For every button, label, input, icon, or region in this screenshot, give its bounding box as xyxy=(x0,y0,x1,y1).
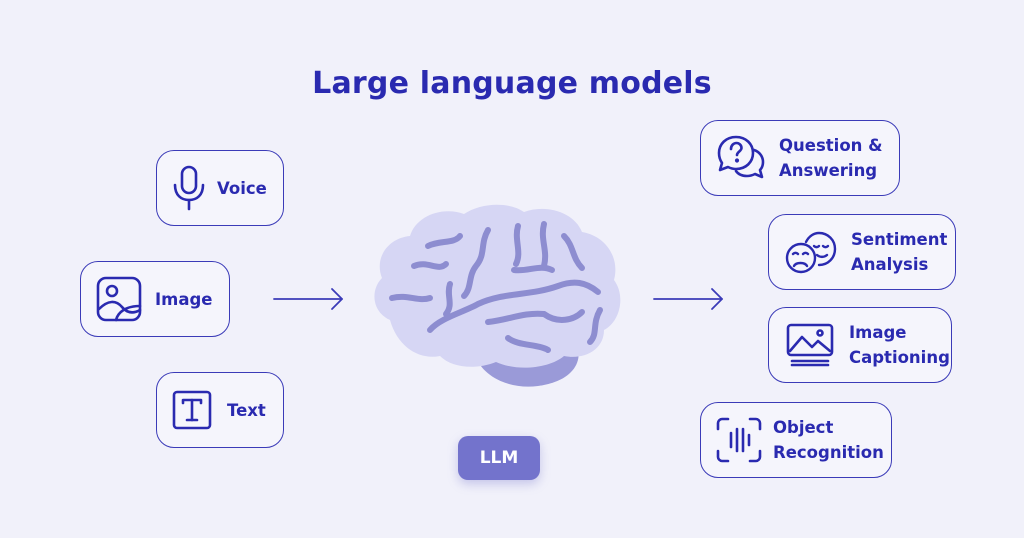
input-text-label: Text xyxy=(227,400,266,420)
input-voice-label: Voice xyxy=(217,178,267,198)
input-text-card[interactable]: Text xyxy=(156,372,284,448)
text-icon xyxy=(171,390,213,430)
output-qa-card[interactable]: Question & Answering xyxy=(700,120,900,196)
image-caption-icon xyxy=(785,323,835,367)
question-chat-icon xyxy=(715,134,767,182)
page-title: Large language models xyxy=(312,66,712,101)
output-captioning-label: Image Captioning xyxy=(849,323,950,367)
output-captioning-card[interactable]: Image Captioning xyxy=(768,307,952,383)
image-icon xyxy=(95,276,143,322)
input-image-label: Image xyxy=(155,289,213,309)
faces-icon xyxy=(785,230,837,274)
scan-icon xyxy=(715,417,763,463)
output-sentiment-card[interactable]: Sentiment Analysis xyxy=(768,214,956,290)
output-arrow xyxy=(653,288,723,310)
input-voice-card[interactable]: Voice xyxy=(156,150,284,226)
input-image-card[interactable]: Image xyxy=(80,261,230,337)
microphone-icon xyxy=(169,165,209,211)
output-sentiment-label: Sentiment Analysis xyxy=(851,230,948,274)
output-object-card[interactable]: Object Recognition xyxy=(700,402,892,478)
output-qa-label: Question & Answering xyxy=(779,136,883,180)
input-arrow xyxy=(273,288,343,310)
brain-icon xyxy=(374,204,621,387)
output-object-label: Object Recognition xyxy=(773,418,884,462)
llm-badge: LLM xyxy=(458,436,540,480)
